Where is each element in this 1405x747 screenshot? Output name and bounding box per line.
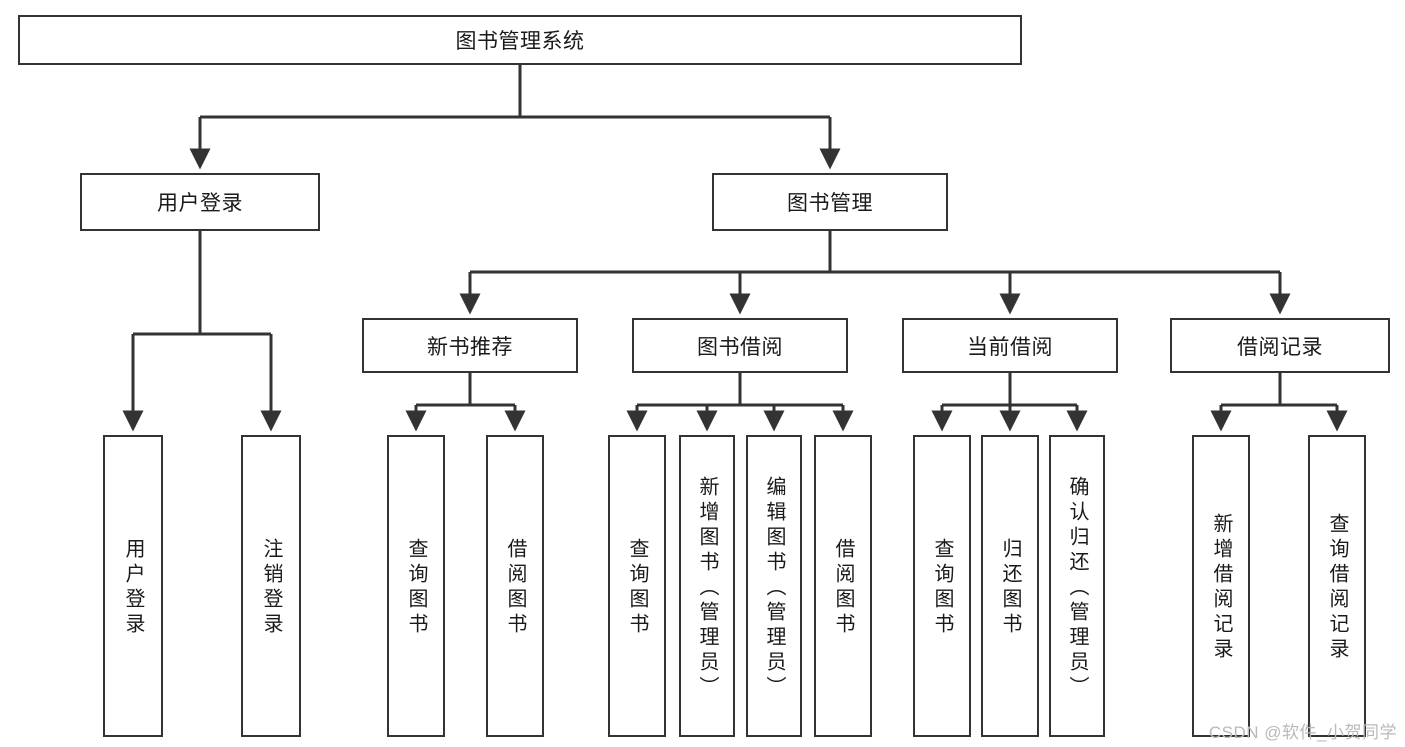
node-leaf-query-record[interactable]: 查询借阅记录 <box>1308 435 1366 737</box>
node-leaf-user-logout-label: 注销登录 <box>260 538 282 638</box>
node-leaf-query-book-3-label: 查询图书 <box>931 538 953 638</box>
node-current-borrow[interactable]: 当前借阅 <box>902 318 1118 373</box>
node-leaf-query-record-label: 查询借阅记录 <box>1326 513 1348 663</box>
node-current-borrow-label: 当前借阅 <box>967 335 1053 359</box>
node-leaf-user-login[interactable]: 用户登录 <box>103 435 163 737</box>
node-leaf-borrow-book-2-label: 借阅图书 <box>832 538 854 638</box>
node-leaf-return-book[interactable]: 归还图书 <box>981 435 1039 737</box>
node-borrow-record-label: 借阅记录 <box>1237 335 1323 359</box>
node-leaf-query-book-1-label: 查询图书 <box>405 538 427 638</box>
node-user-login[interactable]: 用户登录 <box>80 173 320 231</box>
node-leaf-add-book[interactable]: 新增图书（管理员） <box>679 435 735 737</box>
node-root-label: 图书管理系统 <box>455 30 585 53</box>
node-leaf-edit-book[interactable]: 编辑图书（管理员） <box>746 435 802 737</box>
node-leaf-user-logout[interactable]: 注销登录 <box>241 435 301 737</box>
node-book-manage-label: 图书管理 <box>787 192 873 215</box>
node-root[interactable]: 图书管理系统 <box>18 15 1022 65</box>
node-leaf-user-login-label: 用户登录 <box>122 538 144 638</box>
node-leaf-edit-book-label: 编辑图书（管理员） <box>763 475 785 701</box>
node-leaf-borrow-book-1[interactable]: 借阅图书 <box>486 435 544 737</box>
node-leaf-confirm-return-label: 确认归还（管理员） <box>1066 475 1088 701</box>
node-leaf-query-book-1[interactable]: 查询图书 <box>387 435 445 737</box>
node-leaf-query-book-2-label: 查询图书 <box>626 538 648 638</box>
node-new-book-rec[interactable]: 新书推荐 <box>362 318 578 373</box>
node-leaf-add-record[interactable]: 新增借阅记录 <box>1192 435 1250 737</box>
node-leaf-query-book-2[interactable]: 查询图书 <box>608 435 666 737</box>
node-book-borrow[interactable]: 图书借阅 <box>632 318 848 373</box>
node-book-manage[interactable]: 图书管理 <box>712 173 948 231</box>
node-leaf-add-record-label: 新增借阅记录 <box>1210 513 1232 663</box>
node-new-book-rec-label: 新书推荐 <box>427 335 513 359</box>
node-leaf-borrow-book-1-label: 借阅图书 <box>504 538 526 638</box>
node-leaf-confirm-return[interactable]: 确认归还（管理员） <box>1049 435 1105 737</box>
watermark-text: CSDN @软件_小贺同学 <box>1208 723 1397 742</box>
node-leaf-query-book-3[interactable]: 查询图书 <box>913 435 971 737</box>
node-user-login-label: 用户登录 <box>157 192 243 215</box>
node-book-borrow-label: 图书借阅 <box>697 335 783 359</box>
node-leaf-borrow-book-2[interactable]: 借阅图书 <box>814 435 872 737</box>
node-borrow-record[interactable]: 借阅记录 <box>1170 318 1390 373</box>
node-leaf-add-book-label: 新增图书（管理员） <box>696 475 718 701</box>
node-leaf-return-book-label: 归还图书 <box>999 538 1021 638</box>
